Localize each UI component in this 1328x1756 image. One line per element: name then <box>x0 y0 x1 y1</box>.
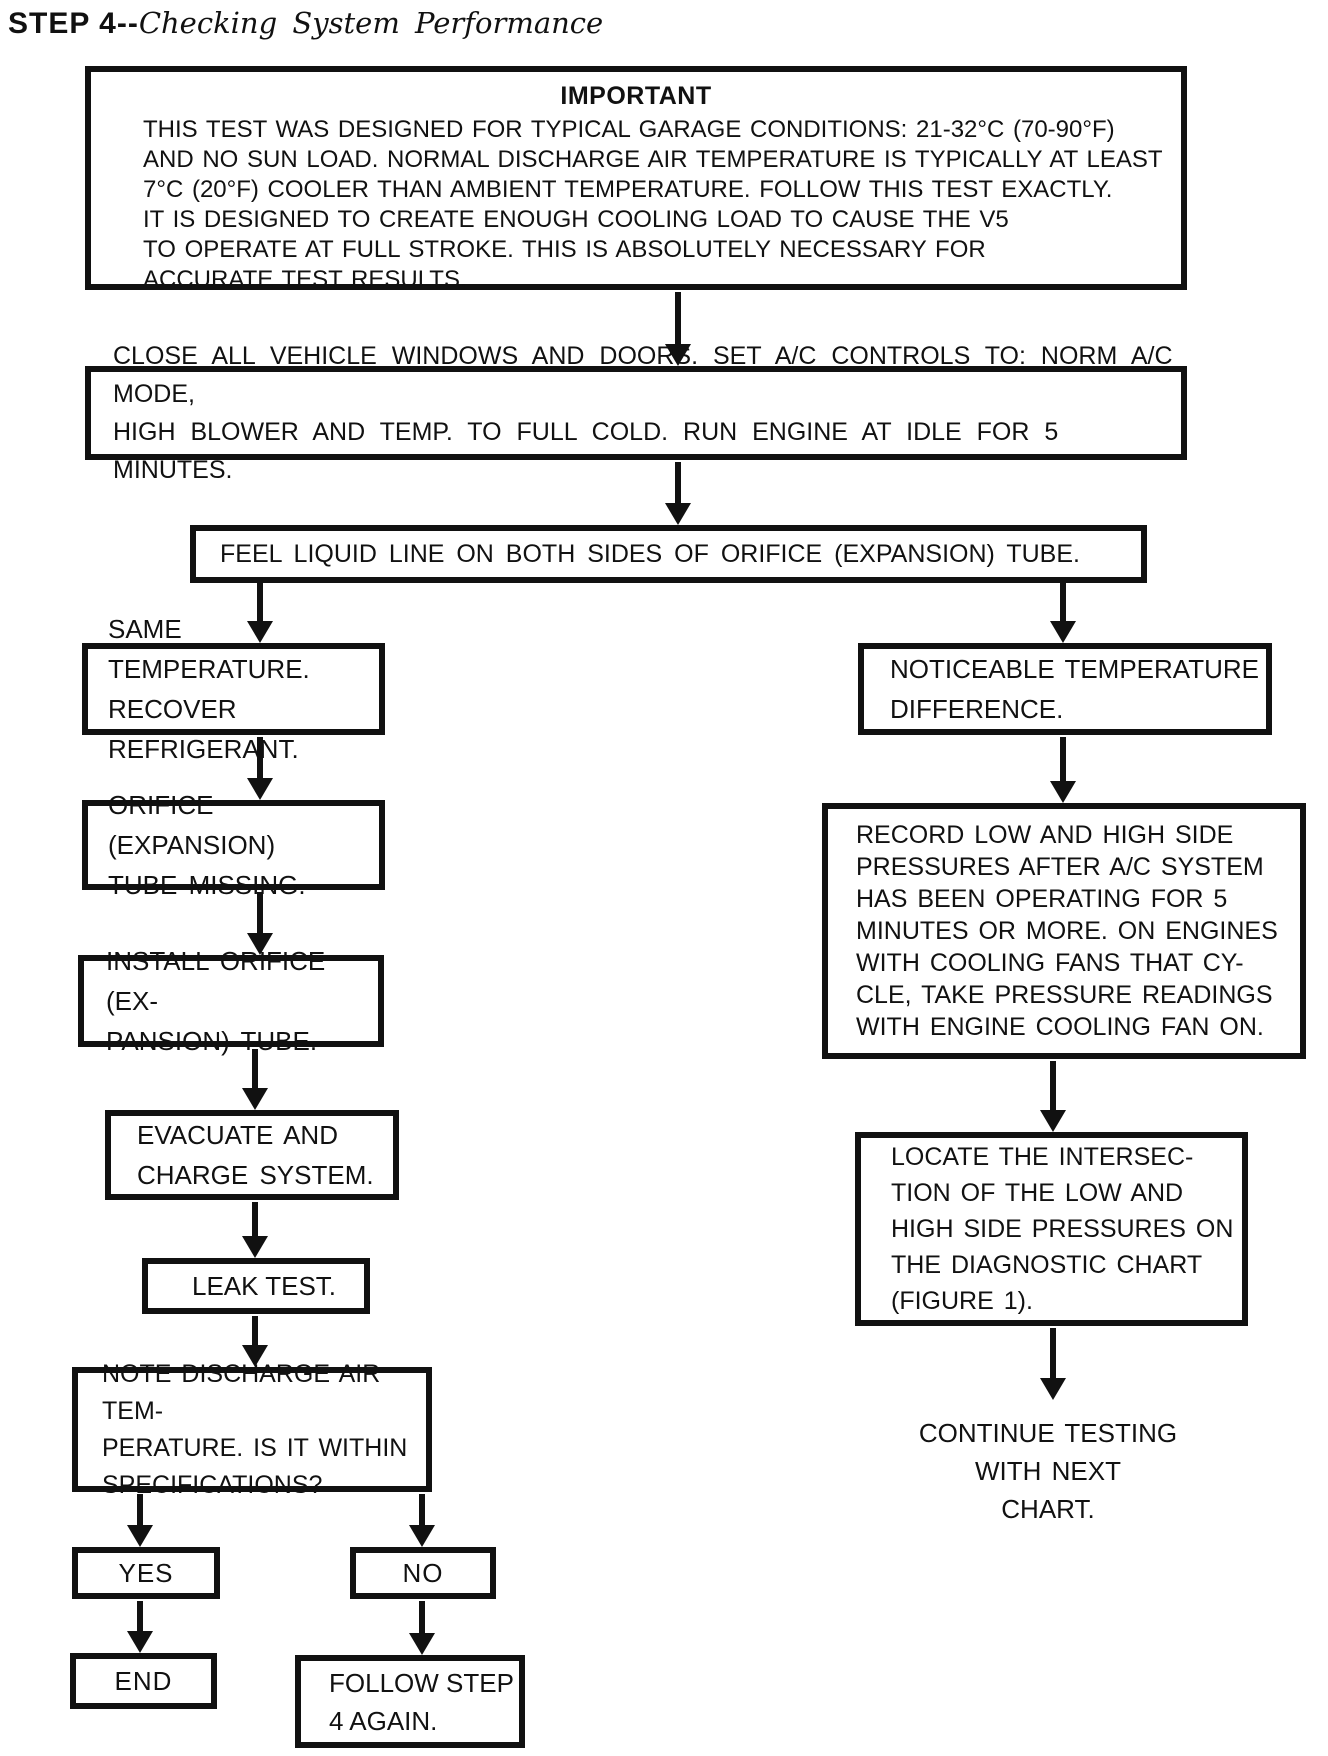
arrow-close-to-feel <box>665 462 691 525</box>
flow-box-orifice-tube-missing: ORIFICE (EXPANSION)TUBE MISSING. <box>82 790 385 900</box>
arrow-locate-to-continue <box>1040 1328 1066 1400</box>
arrow-head-icon <box>242 1088 268 1110</box>
flow-box-yes: YES <box>72 1547 220 1599</box>
arrow-shaft <box>137 1601 143 1633</box>
arrow-head-icon <box>1050 781 1076 803</box>
arrow-head-icon <box>247 778 273 800</box>
yes-label: YES <box>118 1557 174 1588</box>
arrow-head-icon <box>247 933 273 955</box>
arrow-same-to-orifice-missing <box>247 737 273 800</box>
arrow-install-to-evacuate <box>242 1049 268 1110</box>
arrow-feel-to-noticeable-difference <box>1050 583 1076 643</box>
flow-box-install-orifice-tube: INSTALL ORIFICE (EX-PANSION) TUBE. <box>78 946 384 1056</box>
page-title: STEP 4--Checking System Performance <box>8 6 603 41</box>
arrow-head-icon <box>1050 621 1076 643</box>
important-text: THIS TEST WAS DESIGNED FOR TYPICAL GARAG… <box>143 116 1163 293</box>
arrow-head-icon <box>242 1236 268 1258</box>
arrow-shaft <box>137 1494 143 1527</box>
arrow-leak-test-to-note-discharge <box>242 1316 268 1367</box>
arrow-record-to-locate <box>1040 1061 1066 1132</box>
arrow-head-icon <box>1040 1378 1066 1400</box>
arrow-head-icon <box>247 621 273 643</box>
arrow-head-icon <box>665 344 691 366</box>
flow-box-end: END <box>70 1653 217 1709</box>
arrow-head-icon <box>127 1631 153 1653</box>
important-notice-box: IMPORTANT THIS TEST WAS DESIGNED FOR TYP… <box>85 66 1187 293</box>
flow-box-note-discharge-temperature: NOTE DISCHARGE AIR TEM-PERATURE. IS IT W… <box>72 1360 432 1499</box>
arrow-note-to-yes <box>127 1494 153 1547</box>
arrow-shaft <box>1060 737 1066 783</box>
arrow-shaft <box>252 1316 258 1347</box>
flow-box-feel-liquid-line: FEEL LIQUID LINE ON BOTH SIDES OF ORIFIC… <box>190 525 1147 583</box>
arrow-orifice-missing-to-install <box>247 892 273 955</box>
arrow-shaft <box>257 892 263 935</box>
arrow-feel-to-same-temperature <box>247 583 273 643</box>
flow-box-same-temperature: SAME TEMPERATURE.RECOVER REFRIGERANT. <box>82 614 385 764</box>
arrow-noticeable-to-record <box>1050 737 1076 803</box>
end-label: END <box>114 1665 173 1696</box>
flow-box-close-controls: CLOSE ALL VEHICLE WINDOWS AND DOORS. SET… <box>85 342 1187 484</box>
arrow-shaft <box>1060 583 1066 623</box>
arrow-shaft <box>675 462 681 505</box>
leak-test-text: LEAK TEST. <box>192 1270 337 1301</box>
arrow-shaft <box>1050 1061 1056 1112</box>
feel-liquid-line-text: FEEL LIQUID LINE ON BOTH SIDES OF ORIFIC… <box>220 539 1080 568</box>
arrow-evacuate-to-leak-test <box>242 1202 268 1258</box>
arrow-head-icon <box>242 1345 268 1367</box>
important-heading: IMPORTANT <box>560 82 712 110</box>
no-label: NO <box>402 1557 444 1588</box>
arrow-head-icon <box>665 503 691 525</box>
arrow-shaft <box>675 292 681 346</box>
arrow-shaft <box>257 737 263 780</box>
arrow-yes-to-end <box>127 1601 153 1653</box>
flow-box-no: NO <box>350 1547 496 1599</box>
arrow-shaft <box>257 583 263 623</box>
arrow-shaft <box>252 1202 258 1238</box>
arrow-important-to-close <box>665 292 691 366</box>
arrow-no-to-follow-step <box>409 1601 435 1655</box>
arrow-head-icon <box>1040 1110 1066 1132</box>
arrow-shaft <box>419 1601 425 1635</box>
arrow-note-to-no <box>409 1494 435 1547</box>
step-label: STEP 4-- <box>8 7 139 40</box>
flow-box-leak-test: LEAK TEST. <box>142 1258 370 1314</box>
arrow-shaft <box>419 1494 425 1527</box>
step-subtitle: Checking System Performance <box>138 6 604 40</box>
arrow-head-icon <box>409 1525 435 1547</box>
arrow-head-icon <box>409 1633 435 1655</box>
arrow-shaft <box>252 1049 258 1090</box>
arrow-head-icon <box>127 1525 153 1547</box>
arrow-shaft <box>1050 1328 1056 1380</box>
